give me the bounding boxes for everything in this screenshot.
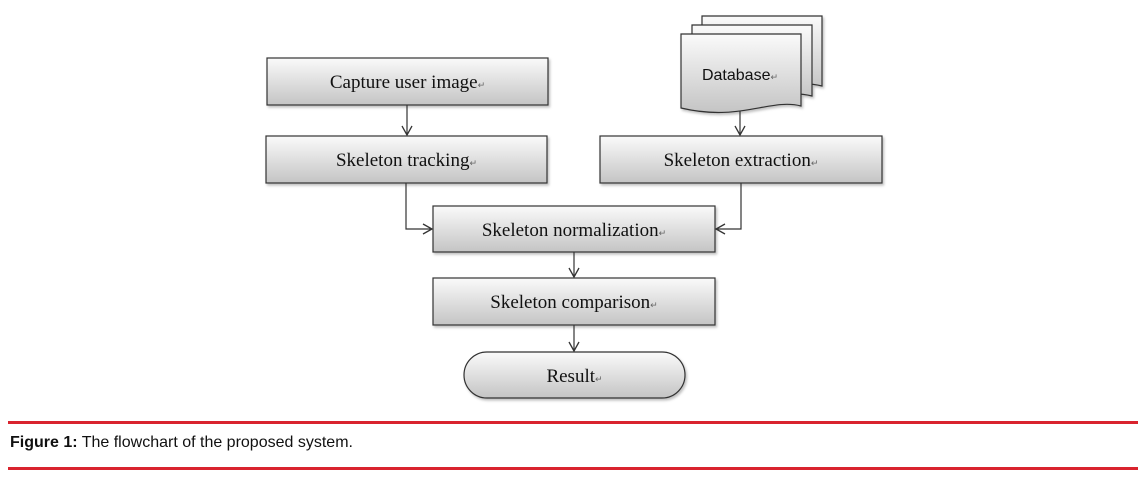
- capture-node: [266, 57, 549, 106]
- figure-caption-text: The flowchart of the proposed system.: [77, 434, 353, 451]
- extraction-label: Skeleton extraction↵: [664, 150, 819, 171]
- caption-top-rule: [8, 421, 1138, 424]
- capture-label: Capture user image↵: [330, 72, 485, 93]
- normalization-label: Skeleton normalization↵: [482, 220, 666, 241]
- caption-bottom-rule: [8, 467, 1138, 470]
- tracking-label: Skeleton tracking↵: [336, 150, 477, 171]
- database-node: [680, 15, 823, 114]
- edge-extraction-normalization: [714, 183, 742, 235]
- comparison-label: Skeleton comparison↵: [490, 292, 657, 313]
- figure-caption: Figure 1: The flowchart of the proposed …: [10, 434, 353, 452]
- normalization-node: [432, 205, 716, 253]
- edge-tracking-normalization: [405, 183, 434, 235]
- tracking-node: [265, 135, 548, 184]
- result-label: Result↵: [546, 366, 602, 387]
- database-label: Database↵: [702, 67, 778, 84]
- figure-label: Figure 1:: [10, 434, 78, 451]
- flowchart: Database↵ Capture user image↵ Skeleton t…: [265, 15, 883, 399]
